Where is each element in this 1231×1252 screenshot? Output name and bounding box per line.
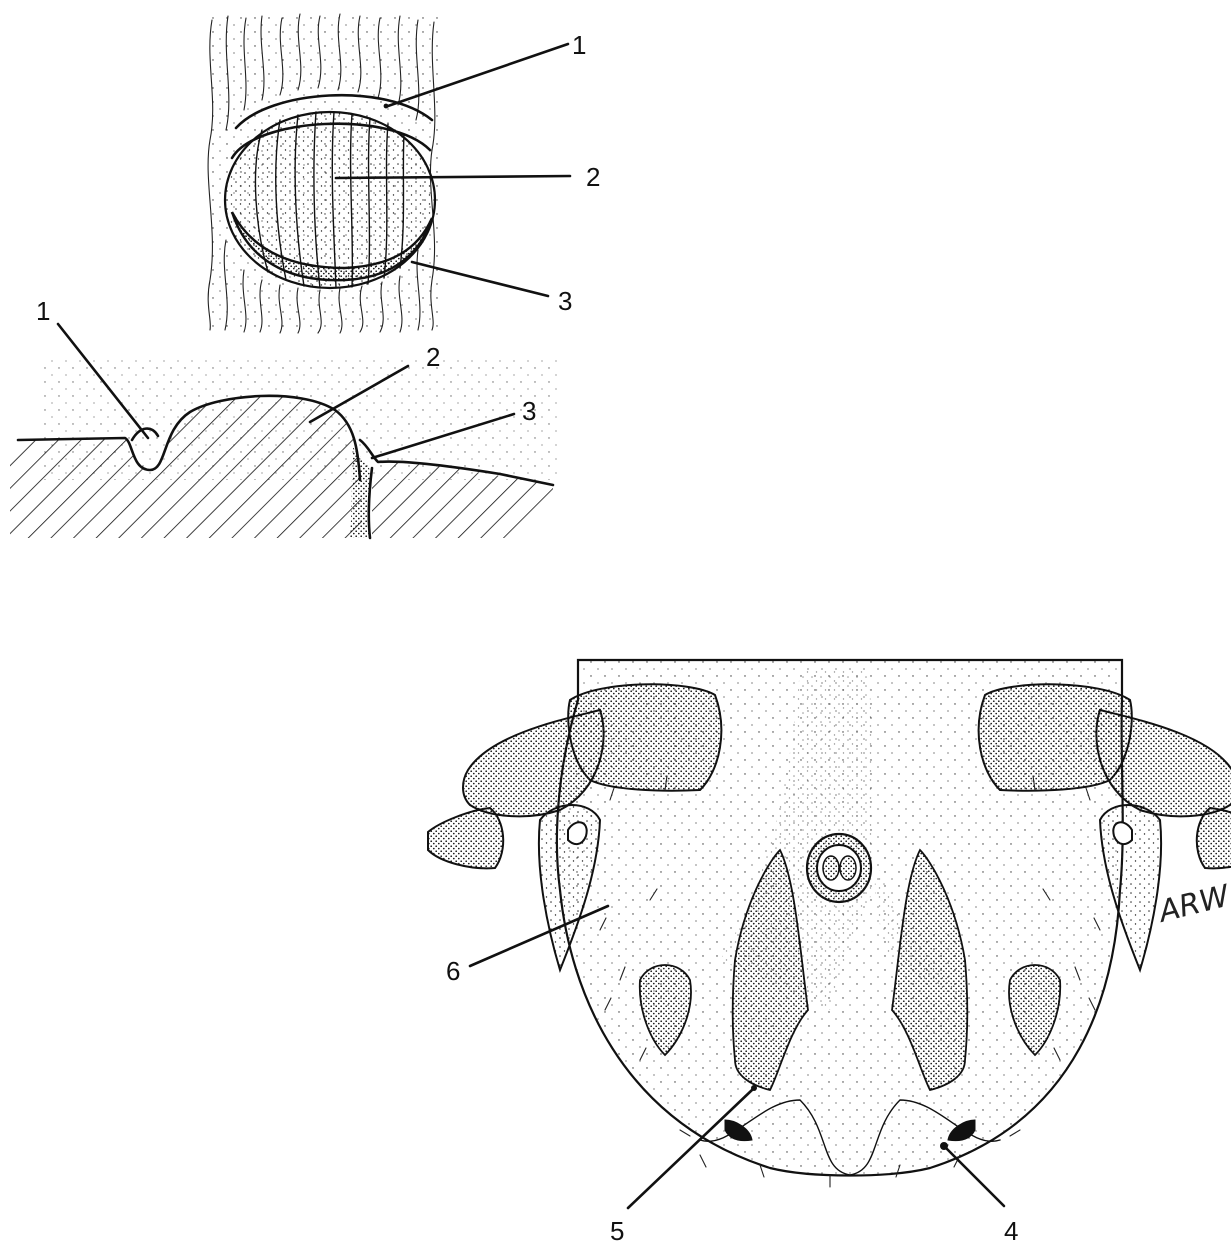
label-bottom-6: 6 xyxy=(446,956,460,986)
label-section-1: 1 xyxy=(36,296,50,326)
label-top-1: 1 xyxy=(572,30,586,60)
right-tarsus xyxy=(1197,808,1231,868)
leader-dot-bottom-5 xyxy=(751,1085,757,1091)
anal-valve-right xyxy=(840,856,856,880)
label-section-2: 2 xyxy=(426,342,440,372)
artist-signature: ARW xyxy=(1154,878,1231,930)
leader-dot-top-1 xyxy=(384,104,389,109)
right-side-plate-pit xyxy=(1113,822,1132,844)
section-figure xyxy=(10,360,560,538)
leader-dot-bottom-4 xyxy=(940,1142,948,1150)
left-side-plate-pit xyxy=(568,822,587,844)
label-top-2: 2 xyxy=(586,162,600,192)
left-tarsus xyxy=(428,808,503,868)
leader-bottom-4 xyxy=(946,1148,1004,1206)
label-top-3: 3 xyxy=(558,286,572,316)
label-section-3: 3 xyxy=(522,396,536,426)
label-bottom-4: 4 xyxy=(1004,1216,1018,1246)
bottom-figure xyxy=(428,660,1231,1187)
top-figure xyxy=(208,14,440,333)
anal-valve-left xyxy=(823,856,839,880)
label-bottom-5: 5 xyxy=(610,1216,624,1246)
